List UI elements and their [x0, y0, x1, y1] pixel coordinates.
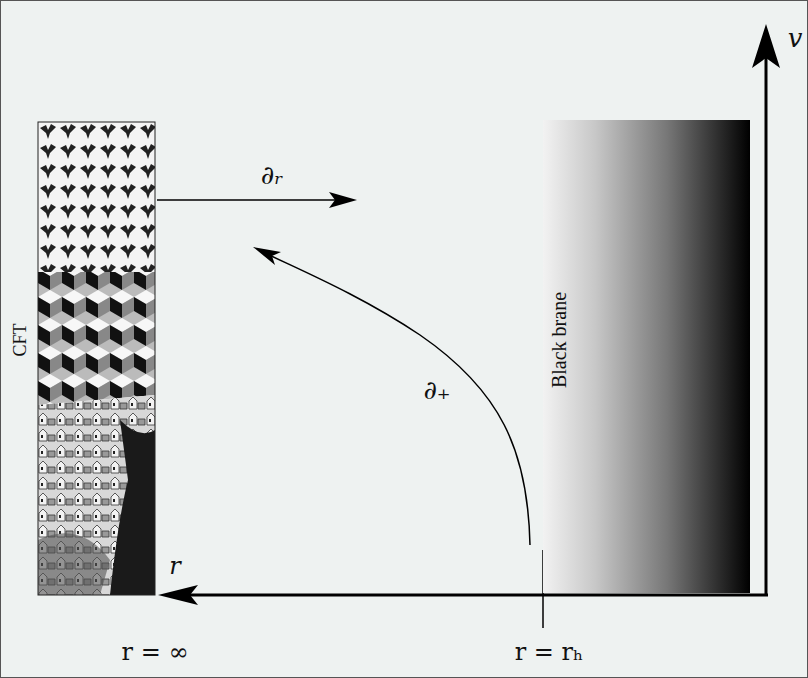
axis-label: r [169, 552, 180, 580]
escher-strip [38, 122, 155, 595]
radial-arrow [157, 192, 357, 208]
vector-label: ∂₊ [423, 375, 450, 405]
axis-label: v [788, 23, 803, 53]
infalling-curve [253, 247, 530, 545]
horizon-label: r = rₕ [515, 638, 584, 666]
node-label: Black brane [548, 292, 571, 388]
node-label: CFT [10, 323, 31, 356]
boundary-label: r = ∞ [122, 638, 189, 666]
vector-label: ∂ᵣ [261, 160, 283, 190]
black-brane-region: Black brane [543, 120, 750, 593]
cft-strip: CFT [6, 122, 155, 595]
axes [158, 24, 780, 628]
